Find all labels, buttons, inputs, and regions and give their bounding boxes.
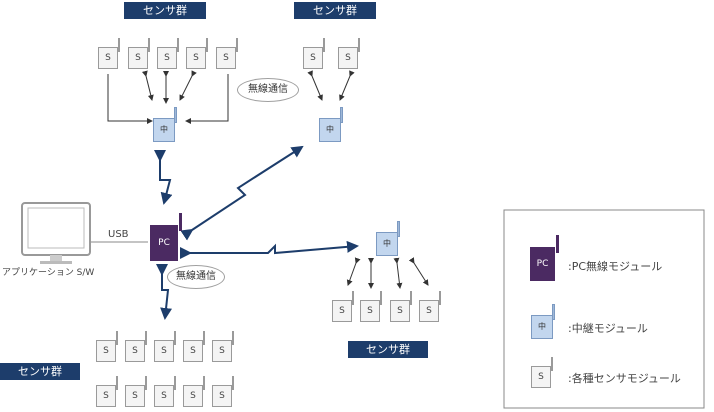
legend-pc-text: :PC無線モジュール: [568, 260, 663, 273]
legend-pc-icon: PC: [530, 235, 559, 281]
application-label: アプリケーション S/W: [2, 268, 95, 278]
sensor-module-icon: S: [360, 291, 382, 322]
usb-label: USB: [108, 229, 129, 240]
sensor-module-icon: S: [186, 38, 208, 69]
sensor-module-icon: S: [157, 38, 179, 69]
relay-module-icon: 中: [376, 221, 400, 256]
legend-sensor-icon: S: [531, 357, 553, 388]
sensor-group-label-bottom-left: センサ群: [0, 363, 80, 380]
sensor-module-icon: S: [96, 376, 118, 407]
monitor-icon: [21, 202, 91, 264]
sensor-module-icon: S: [338, 38, 360, 69]
legend-relay-icon: 中: [531, 304, 555, 339]
wireless-comm-bubble: 無線通信: [167, 265, 225, 289]
pc-wireless-module: PC: [150, 213, 182, 261]
legend-relay-text: :中継モジュール: [568, 322, 648, 335]
sensor-module-icon: S: [390, 291, 412, 322]
sensor-module-icon: S: [125, 376, 147, 407]
sensor-module-icon: S: [216, 38, 238, 69]
sensor-module-icon: S: [183, 376, 205, 407]
relay-module-icon: 中: [153, 107, 177, 142]
wireless-links: [154, 145, 359, 320]
right-sensor-links: [346, 257, 429, 289]
top-left-sensor-links: [107, 70, 229, 124]
wireless-comm-bubble: 無線通信: [237, 78, 299, 102]
sensor-module-icon: S: [98, 38, 120, 69]
sensor-module-icon: S: [212, 331, 234, 362]
sensor-module-icon: S: [125, 331, 147, 362]
sensor-module-icon: S: [332, 291, 354, 322]
top-right-sensor-links: [307, 70, 355, 101]
legend-sensor-text: :各種センサモジュール: [568, 372, 681, 385]
sensor-group-label-right: センサ群: [348, 341, 428, 358]
sensor-module-icon: S: [303, 38, 325, 69]
sensor-group-label-top-right: センサ群: [294, 2, 376, 19]
sensor-module-icon: S: [96, 331, 118, 362]
sensor-module-icon: S: [183, 331, 205, 362]
relay-module-icon: 中: [319, 107, 343, 142]
sensor-module-icon: S: [154, 331, 176, 362]
sensor-module-icon: S: [212, 376, 234, 407]
sensor-module-icon: S: [128, 38, 150, 69]
sensor-module-icon: S: [154, 376, 176, 407]
sensor-group-label-top-left: センサ群: [124, 2, 206, 19]
sensor-module-icon: S: [419, 291, 441, 322]
